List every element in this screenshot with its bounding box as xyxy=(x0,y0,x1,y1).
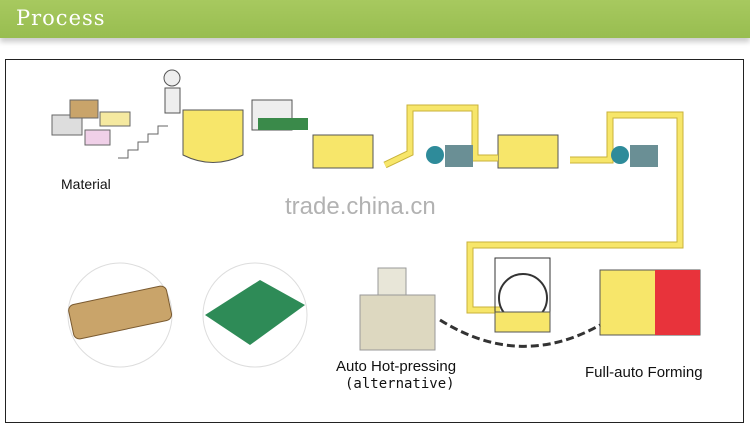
label-hot-pressing-note: (alternative) xyxy=(345,376,455,392)
label-hot-pressing: Auto Hot-pressing xyxy=(336,358,457,375)
forming-machine xyxy=(439,257,701,348)
section-header: Process xyxy=(0,0,750,38)
egg-tray-images xyxy=(67,262,308,368)
label-material: Material xyxy=(61,176,111,192)
pulper-icon xyxy=(118,69,308,163)
process-diagram-frame xyxy=(5,59,744,423)
tanks-and-pumps xyxy=(312,104,684,314)
watermark: trade.china.cn xyxy=(285,193,436,220)
hot-press-machine xyxy=(359,267,436,351)
label-forming: Full-auto Forming xyxy=(585,364,703,381)
material-icon xyxy=(51,99,131,146)
section-title: Process xyxy=(16,6,106,30)
